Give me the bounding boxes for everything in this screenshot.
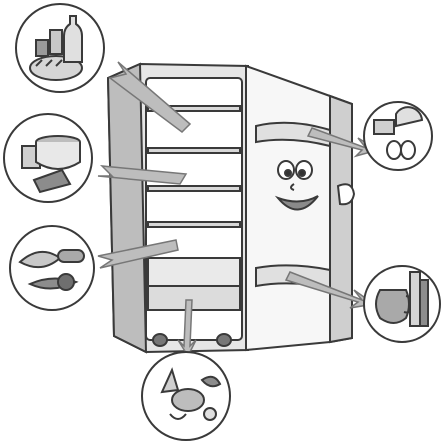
vegetables-icon bbox=[141, 351, 231, 441]
arrows bbox=[97, 61, 380, 358]
fridge-door bbox=[245, 64, 356, 352]
crisper-drawer bbox=[147, 257, 241, 287]
shelf-1 bbox=[147, 105, 241, 112]
shelf-2 bbox=[147, 147, 241, 154]
door-face-icon bbox=[274, 160, 319, 211]
pot-cheese-cake-icon bbox=[3, 113, 93, 203]
bread-cans-bottle-icon bbox=[15, 3, 105, 93]
arrow-crisper bbox=[177, 299, 197, 358]
jug-bottles-icon bbox=[363, 265, 441, 343]
arrow-lower bbox=[97, 239, 179, 269]
shelf-3 bbox=[147, 185, 241, 192]
eggs-butter-cheese-icon bbox=[363, 101, 433, 171]
fridge-shelves bbox=[147, 105, 241, 311]
shelf-4 bbox=[147, 221, 241, 228]
arrow-top bbox=[108, 61, 192, 133]
hand-icon bbox=[336, 183, 356, 206]
arrow-middle bbox=[97, 165, 188, 185]
meat-fish-sausage-icon bbox=[9, 225, 95, 311]
arrow-door-lower bbox=[284, 271, 376, 309]
